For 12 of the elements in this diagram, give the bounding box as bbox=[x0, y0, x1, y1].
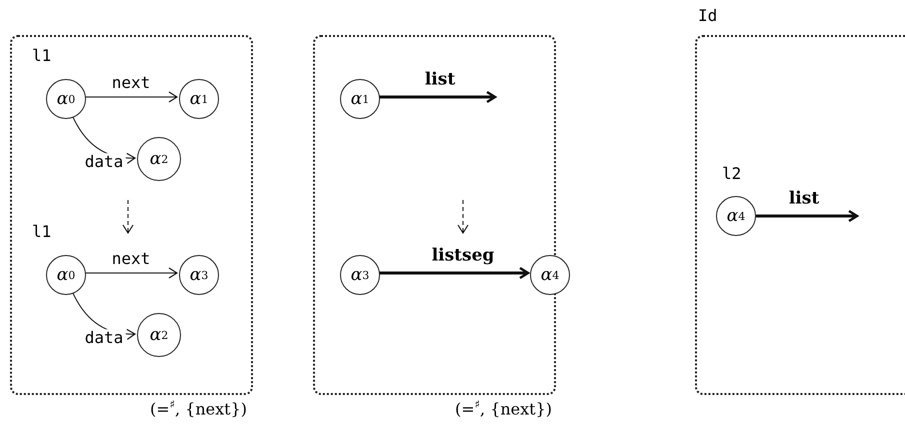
location-label: l1 bbox=[32, 46, 52, 65]
arrow bbox=[756, 210, 858, 222]
arrow bbox=[84, 91, 178, 103]
location-label: l1 bbox=[32, 222, 52, 241]
arrow bbox=[378, 90, 496, 104]
arrow bbox=[378, 266, 530, 280]
annotation-label: (=$^{♯}$, {next}) bbox=[150, 398, 247, 418]
arrow bbox=[84, 267, 178, 279]
panel-heading: Id bbox=[698, 6, 718, 25]
annotation-label: (=$^{♯}$, {next}) bbox=[455, 398, 552, 418]
edge-label: listseg bbox=[430, 246, 496, 266]
location-label: l2 bbox=[722, 164, 742, 183]
